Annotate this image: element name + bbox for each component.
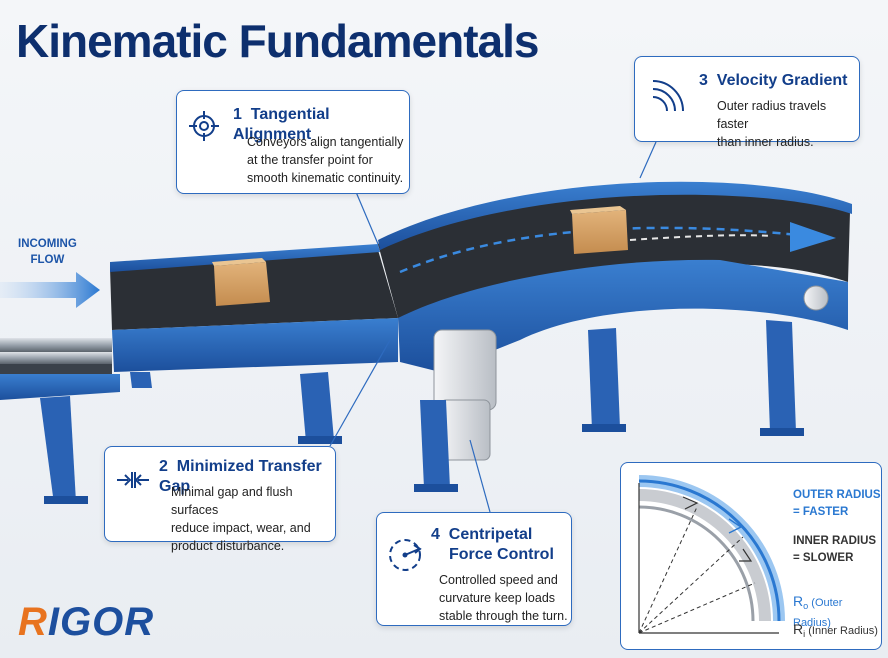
outer-velocity-arrowhead [790,222,836,252]
incoming-flow-arrow [0,272,100,308]
legend-ro: Ro (Outer Radius) [793,593,843,630]
straight-conveyor [40,244,398,504]
rotation-icon [389,539,422,571]
leader-line-tangential [355,191,379,245]
legend-outer-radius: OUTER RADIUS = FASTER [793,489,881,518]
signal-arcs-icon [652,80,684,112]
card-body: Minimal gap and flush surfaces reduce im… [171,485,311,553]
rigor-logo: RIGOR [18,600,155,644]
card-body: Conveyors align tangentially at the tran… [247,135,404,185]
card-body: Controlled speed and curvature keep load… [439,573,568,623]
leader-line-velocity [639,141,657,179]
cardboard-box-curve [570,206,628,254]
card-heading: 2 Minimized Transfer Gap [159,458,322,495]
radius-diagram [638,475,785,634]
card-velocity-gradient: 3 Velocity Gradient Outer radius travels… [634,56,860,149]
card-centripetal-force-control: 4 Centripetal Force Control Controlled s… [376,512,572,626]
crosshair-icon [189,111,219,141]
leader-line-centripetal [469,439,491,513]
legend-inner-radius: INNER RADIUS = SLOWER [793,535,877,564]
card-heading: 3 Velocity Gradient [699,72,848,89]
card-heading: 1 Tangential Alignment [233,106,330,143]
incoming-flow-label: INCOMING FLOW [18,238,77,266]
card-tangential-alignment: 1 Tangential Alignment Conveyors align t… [176,90,410,194]
card-heading: 4 Centripetal Force Control [431,526,554,563]
cardboard-box-straight [212,258,270,306]
radius-legend-card: OUTER RADIUS = FASTER INNER RADIUS = SLO… [620,462,882,650]
leader-line-gap [329,339,391,447]
curved-conveyor [378,181,852,492]
card-minimized-transfer-gap: 2 Minimized Transfer Gap Minimal gap and… [104,446,336,553]
page-title: Kinematic Fundamentals [16,15,539,67]
inner-velocity-path [629,234,773,241]
roller-conveyor [0,338,120,400]
card-body: Outer radius travels faster than inner r… [717,99,827,149]
gap-arrows-icon [117,472,149,488]
legend-ri: Ri (Inner Radius) [793,621,878,640]
